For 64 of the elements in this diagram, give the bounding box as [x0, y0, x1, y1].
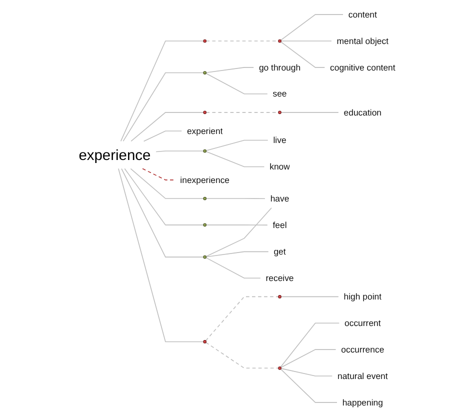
node-circle — [278, 366, 282, 370]
connector — [206, 207, 272, 257]
connector — [206, 73, 268, 94]
node-text: experient — [186, 126, 223, 136]
node-circle — [203, 196, 207, 200]
connector — [120, 40, 204, 142]
connector — [206, 198, 266, 199]
node-text: get — [274, 246, 286, 257]
node-circle — [278, 110, 282, 114]
node-circle — [203, 149, 207, 153]
node-circle — [203, 255, 207, 259]
node-text: cognitive content — [330, 62, 396, 72]
node-text: occurrent — [344, 318, 381, 328]
node-text: inexperience — [180, 174, 230, 185]
connector — [206, 251, 269, 258]
connector — [206, 67, 254, 73]
connector — [206, 40, 279, 42]
connector — [130, 112, 204, 142]
node-text: education — [344, 107, 382, 118]
connector — [280, 41, 326, 68]
connector — [280, 368, 333, 376]
connector — [280, 349, 336, 368]
node-circle — [203, 110, 207, 114]
connector — [122, 72, 204, 142]
node-text: see — [272, 88, 287, 99]
connector — [280, 14, 344, 41]
node-circle — [203, 340, 207, 344]
node-circle — [203, 223, 207, 227]
connector — [121, 168, 204, 258]
connector — [206, 112, 279, 113]
node-text: receive — [266, 272, 294, 283]
connector — [280, 112, 339, 113]
connector — [124, 168, 204, 226]
node-text: feel — [272, 220, 287, 230]
node-text: have — [270, 193, 290, 204]
connector — [280, 296, 339, 298]
node-circle — [203, 71, 207, 74]
connector — [206, 151, 265, 168]
node-text: natural event — [338, 370, 388, 381]
node-circle — [278, 39, 282, 43]
connector — [206, 257, 261, 279]
node-text: content — [348, 9, 377, 20]
connector — [130, 168, 204, 199]
connector — [143, 130, 182, 142]
connector — [280, 40, 332, 42]
connector — [118, 168, 204, 342]
node-text: mental object — [336, 36, 389, 46]
node-text: occurrence — [341, 344, 384, 354]
connector — [142, 168, 176, 180]
node-circle — [203, 39, 207, 43]
node-text: high point — [344, 292, 382, 302]
node-text: happening — [342, 397, 383, 408]
node-text: go through — [258, 62, 301, 72]
node-circle — [278, 295, 282, 298]
connector — [280, 322, 340, 368]
node-text: live — [273, 135, 286, 146]
node-text: know — [270, 162, 290, 172]
node-text: experience — [78, 146, 151, 164]
connector — [206, 342, 279, 369]
connector — [206, 224, 268, 226]
connector — [205, 296, 279, 342]
connector — [280, 368, 338, 403]
connector — [206, 140, 268, 152]
connector — [156, 150, 204, 152]
